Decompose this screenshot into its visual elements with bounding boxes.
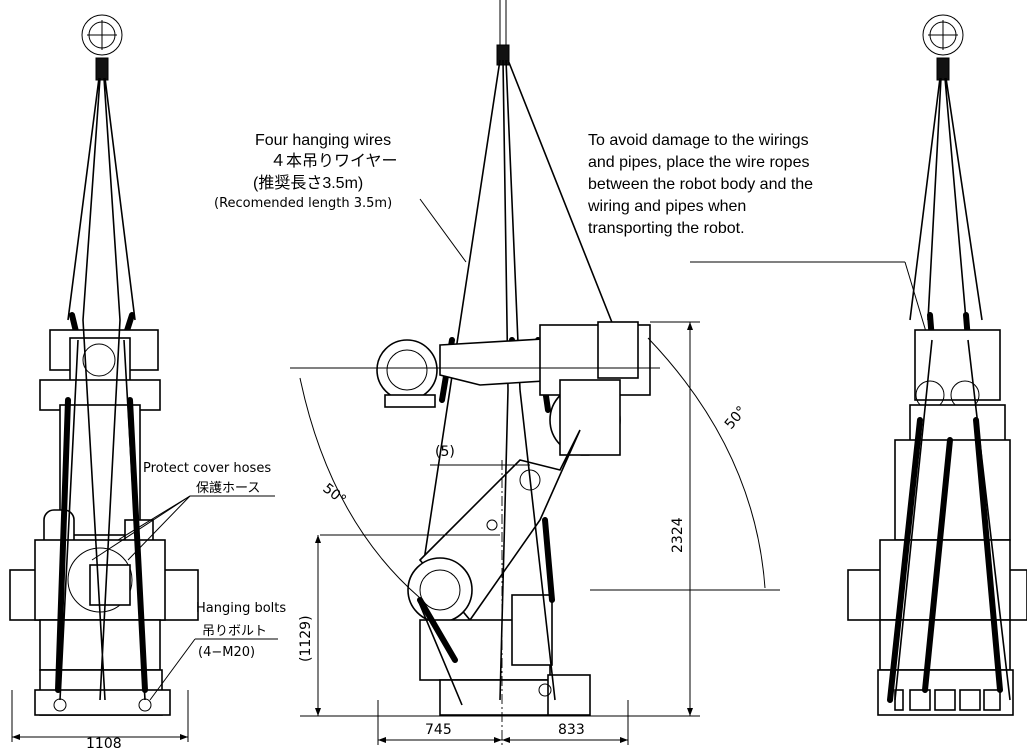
rear-view — [847, 14, 1027, 716]
angle-right: 50° — [722, 403, 750, 432]
lifting-ring-icon — [81, 14, 123, 56]
front-view — [9, 14, 199, 742]
wires-length-jp: (推奨長さ3.5m) — [253, 174, 363, 192]
wires-label-jp: ４本吊りワイヤー — [270, 152, 398, 170]
angle-left: 50° — [320, 481, 349, 509]
hoses-label-en: Protect cover hoses — [143, 461, 271, 476]
hoses-label-jp: 保護ホース — [196, 480, 260, 496]
caution-line-2: and pipes, place the wire ropes — [588, 154, 809, 171]
wires-label-en: Four hanging wires — [255, 132, 391, 149]
dim-right-offset: 833 — [558, 722, 585, 738]
bolts-label-spec: (4−M20) — [198, 645, 255, 660]
side-view — [290, 0, 780, 745]
caution-line-4: wiring and pipes when — [587, 198, 746, 215]
dim-small-offset: (5) — [435, 444, 455, 460]
dim-hook-height: (1129) — [298, 615, 314, 662]
bolts-label-en: Hanging bolts — [196, 601, 286, 616]
caution-line-5: transporting the robot. — [588, 220, 745, 237]
bolts-label-jp: 吊りボルト — [202, 624, 267, 639]
lifting-ring-icon — [922, 14, 964, 56]
caution-line-3: between the robot body and the — [588, 176, 813, 193]
dim-total-height: 2324 — [670, 517, 686, 553]
dim-left-offset: 745 — [425, 722, 452, 738]
dim-width-front: 1108 — [86, 736, 122, 749]
caution-line-1: To avoid damage to the wirings — [588, 132, 809, 149]
wires-length-en: (Recomended length 3.5m) — [214, 196, 392, 211]
